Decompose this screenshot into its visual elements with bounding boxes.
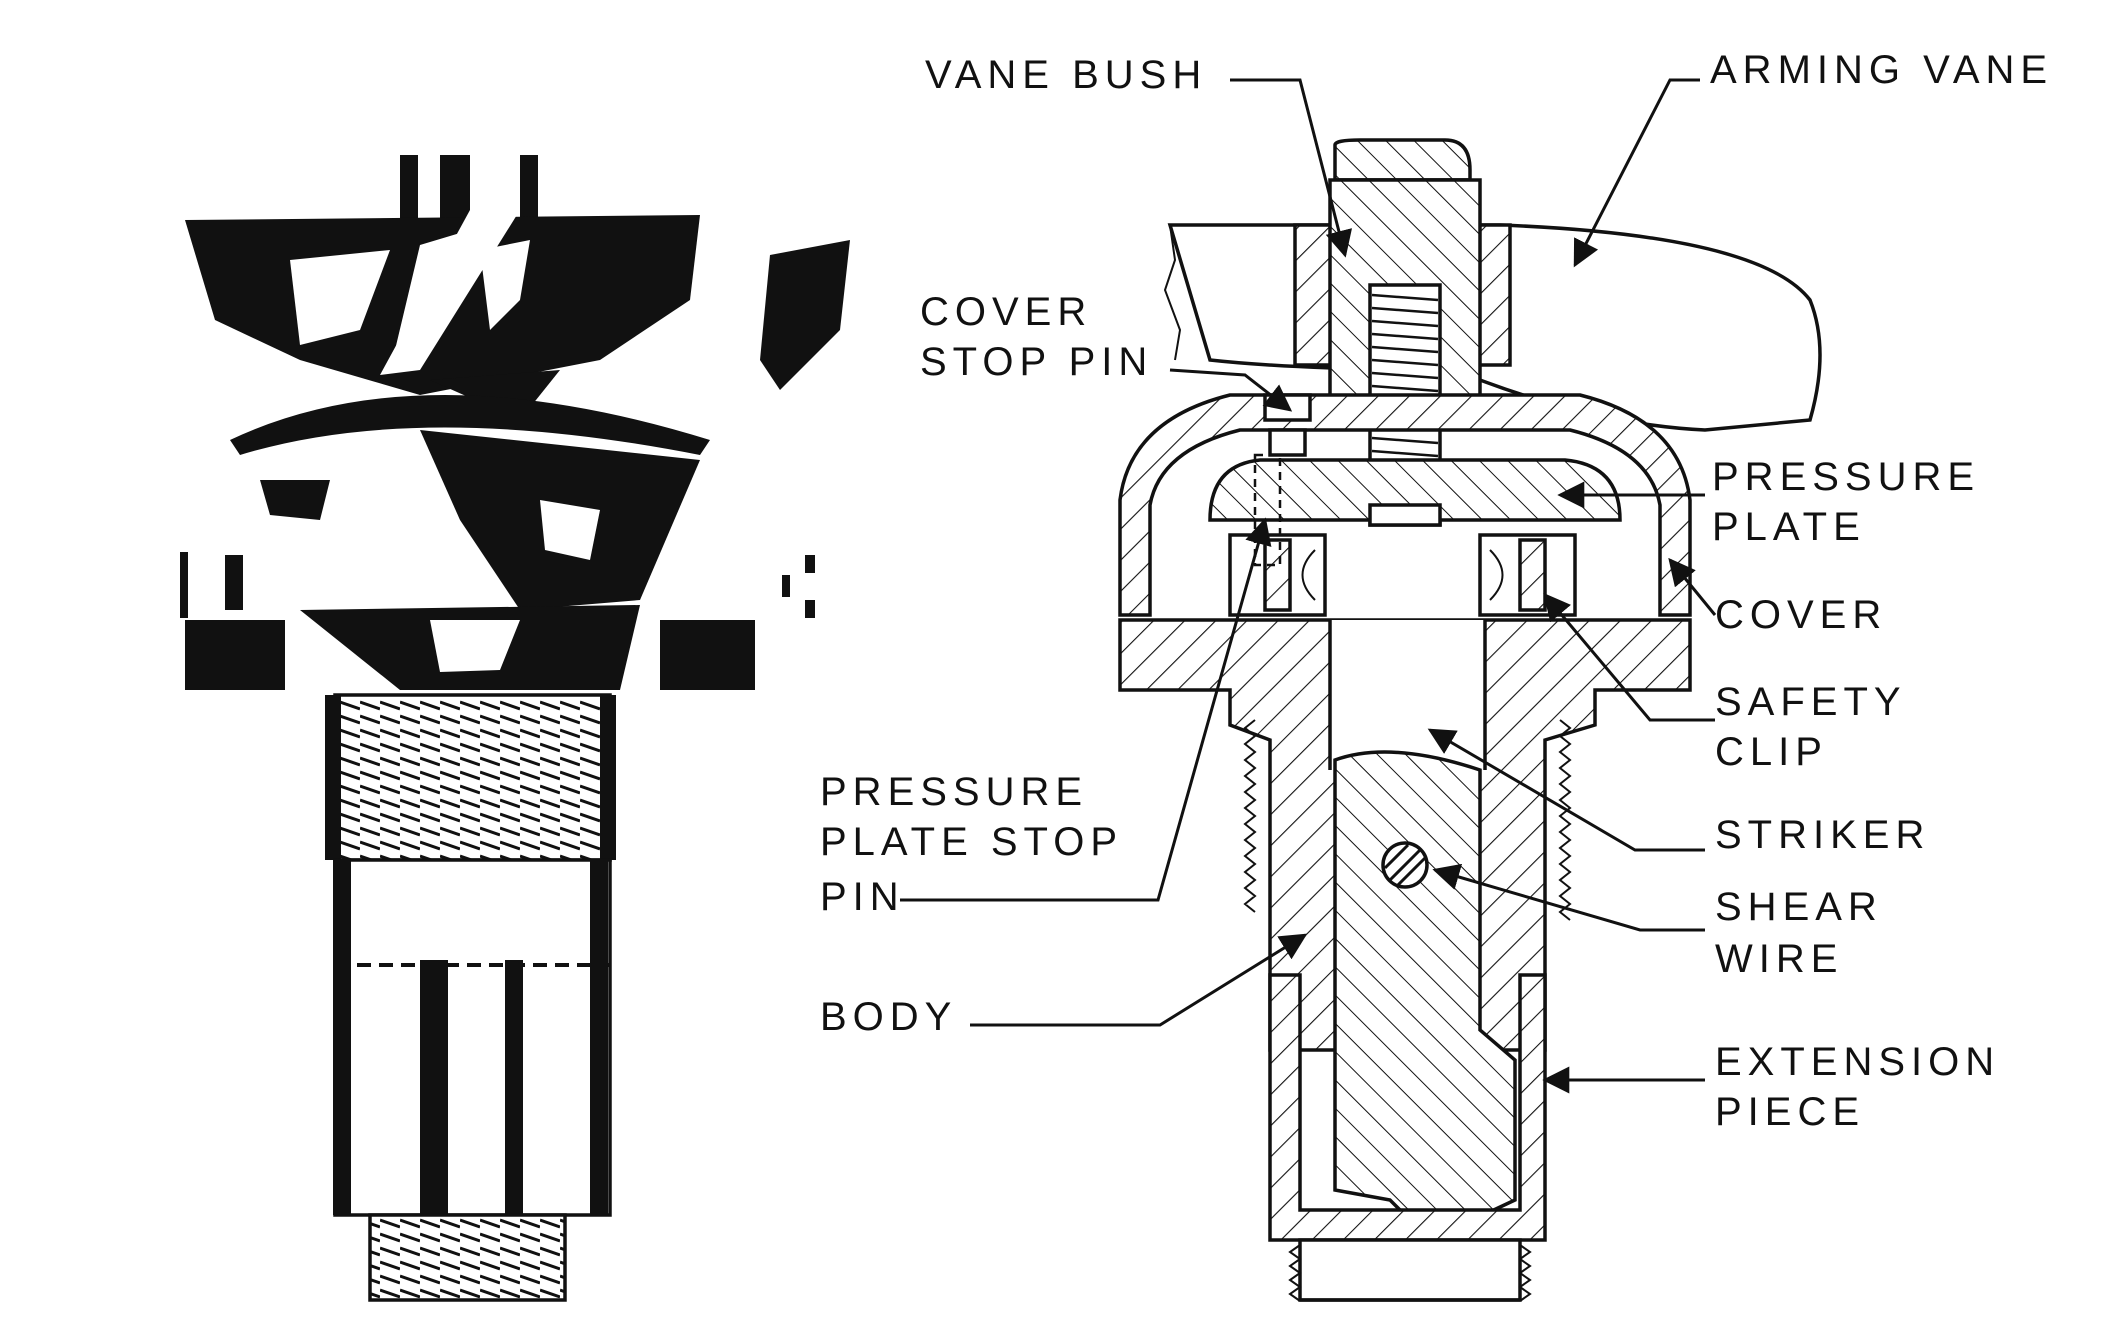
label-shear-wire-line2: WIRE	[1715, 937, 1843, 981]
fuze-photograph	[180, 155, 850, 1302]
leader-pressure-plate-stop-pin	[900, 517, 1272, 902]
label-cover-stop-pin-line2: STOP PIN	[920, 340, 1153, 384]
leader-arming-vane	[1573, 78, 1700, 268]
leader-vane-bush	[1230, 78, 1353, 258]
label-striker: STRIKER	[1715, 813, 1930, 857]
leader-safety-clip	[1543, 592, 1715, 722]
label-pressure-plate-stop-pin-line1: PRESSURE	[820, 770, 1088, 814]
label-shear-wire-line1: SHEAR	[1715, 885, 1883, 929]
pressure-plate	[1208, 458, 1622, 522]
leader-shear-wire	[1432, 863, 1705, 932]
label-pressure-plate-stop-pin-line3: PIN	[820, 875, 905, 919]
label-body: BODY	[820, 995, 957, 1039]
label-safety-clip-line2: CLIP	[1715, 730, 1828, 774]
label-cover: COVER	[1715, 593, 1887, 637]
leader-cover	[1668, 557, 1717, 616]
label-pressure-plate-line2: PLATE	[1712, 505, 1866, 549]
label-cover-stop-pin-line1: COVER	[920, 290, 1092, 334]
cross-section-drawing: VANE BUSH ARMING VANE COVER STOP PIN PRE…	[820, 48, 2053, 1302]
label-extension-piece-line2: PIECE	[1715, 1090, 1865, 1134]
label-safety-clip-line1: SAFETY	[1715, 680, 1907, 724]
label-pressure-plate-stop-pin-line2: PLATE STOP	[820, 820, 1123, 864]
leader-cover-stop-pin	[1169, 368, 1293, 412]
label-vane-bush: VANE BUSH	[925, 53, 1207, 97]
label-arming-vane: ARMING VANE	[1710, 48, 2053, 92]
cover	[1118, 393, 1692, 617]
label-extension-piece-line1: EXTENSION	[1715, 1040, 2000, 1084]
leader-striker	[1427, 728, 1705, 852]
label-pressure-plate-line1: PRESSURE	[1712, 455, 1980, 499]
leader-body	[970, 933, 1308, 1027]
